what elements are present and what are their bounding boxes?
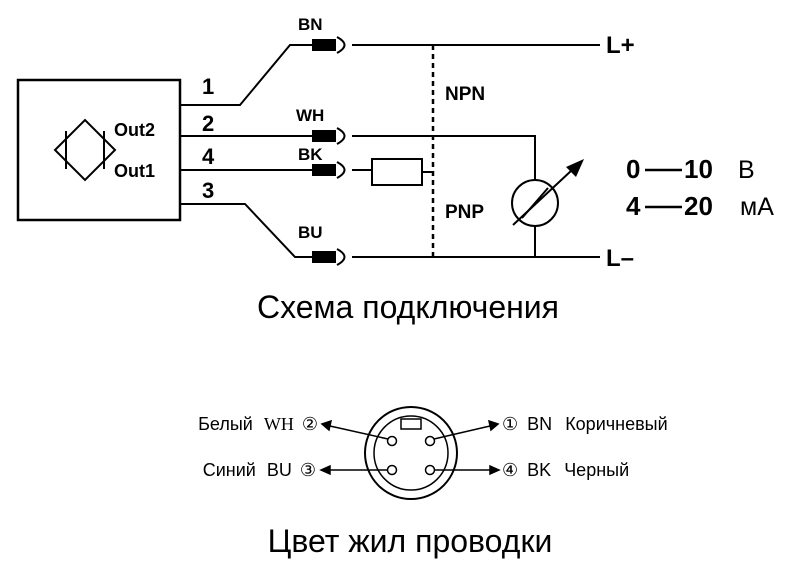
connector-wh-icon: [312, 127, 346, 145]
voltage-range-high: 10: [684, 154, 713, 184]
pnp-label: PNP: [445, 202, 484, 223]
pin-number-4: ④: [502, 460, 518, 480]
wire-color-blue: Синий: [203, 460, 256, 480]
wire-2-wh: [180, 135, 536, 180]
sensor-symbol-icon: [53, 118, 117, 182]
pin-number-2: ②: [302, 414, 318, 434]
pin-arrows: [319, 419, 501, 476]
connector-bu-icon: [312, 248, 346, 266]
pin-number-1: ①: [502, 414, 518, 434]
pin-3: [386, 464, 398, 476]
svg-text:④ BK Черный: ④ BK Черный: [502, 460, 629, 480]
wire-3-bu: [180, 203, 600, 258]
pin-1: [424, 435, 436, 447]
meter-icon: [511, 159, 584, 227]
voltage-range-low: 0: [626, 154, 640, 184]
wire-code-bn: BN: [298, 15, 323, 34]
wire-code-wh-pinout: WH: [264, 414, 294, 434]
wire-code-bk-pinout: BK: [527, 460, 551, 480]
wiring-caption: Схема подключения: [257, 289, 559, 325]
npn-label: NPN: [445, 84, 485, 105]
wire-number-3: 3: [202, 178, 214, 203]
current-range-low: 4: [626, 191, 641, 221]
rail-plus-label: L+: [606, 32, 635, 59]
wire-number-1: 1: [202, 74, 214, 99]
wire-color-white: Белый: [198, 414, 253, 434]
pin-number-3: ③: [300, 460, 316, 480]
connector-caption: Цвет жил проводки: [268, 523, 553, 559]
connector-bn-icon: [312, 36, 346, 54]
wire-code-bu-pinout: BU: [267, 460, 292, 480]
load-resistor: [371, 158, 423, 186]
out2-label: Out2: [114, 120, 155, 140]
wire-1-bn: [180, 44, 600, 106]
out1-label: Out1: [114, 161, 155, 181]
svg-text:① BN Коричневый: ① BN Коричневый: [502, 414, 668, 434]
wire-color-black: Черный: [564, 460, 629, 480]
rail-minus-label: L–: [606, 245, 634, 272]
wire-number-2: 2: [202, 111, 214, 136]
wire-number-4: 4: [202, 144, 215, 169]
connector-face: [364, 406, 458, 500]
connector-bk-icon: [312, 161, 346, 179]
wire-code-bk: BK: [298, 145, 323, 164]
wire-code-wh: WH: [296, 106, 324, 125]
svg-text:Синий BU ③: Синий BU ③: [203, 460, 316, 480]
sensor-body: [16, 78, 182, 222]
wire-color-brown: Коричневый: [565, 414, 667, 434]
pin-4: [424, 464, 436, 476]
pin-2: [386, 435, 398, 447]
svg-text:Белый WH ②: Белый WH ②: [198, 414, 318, 434]
current-range-unit: мА: [740, 193, 774, 221]
current-range-high: 20: [684, 191, 713, 221]
voltage-range-unit: В: [738, 156, 755, 184]
wire-code-bu: BU: [298, 223, 323, 242]
wire-code-bn-pinout: BN: [527, 414, 552, 434]
